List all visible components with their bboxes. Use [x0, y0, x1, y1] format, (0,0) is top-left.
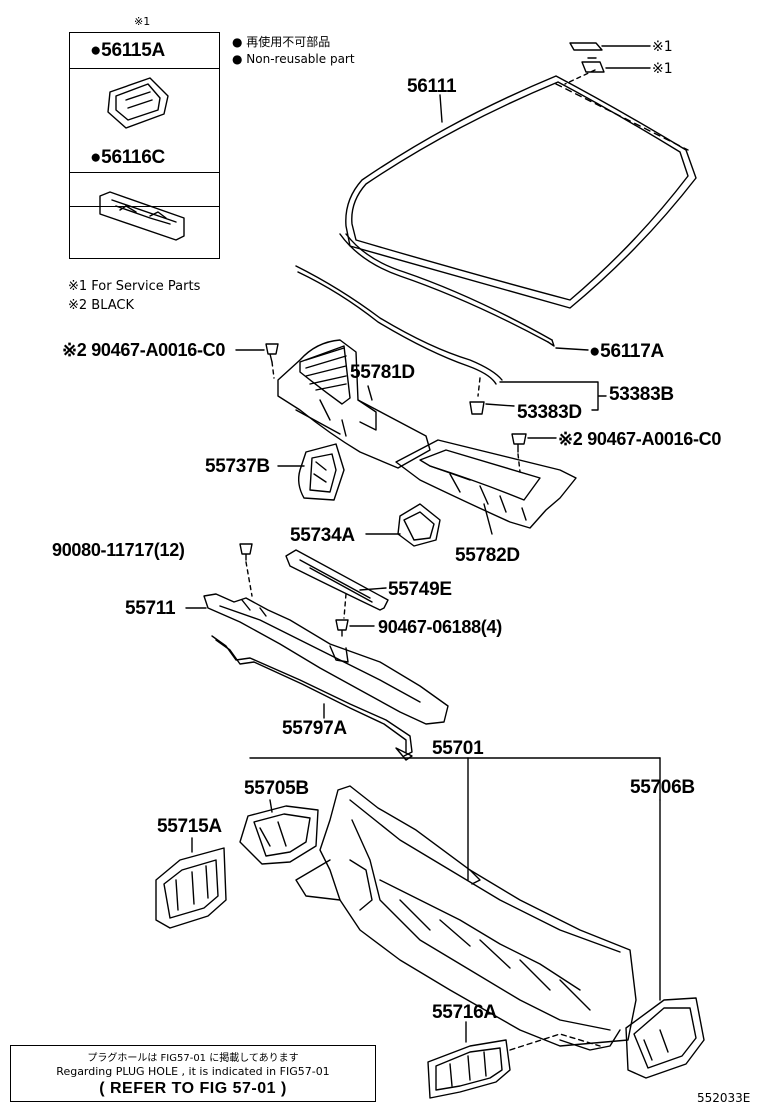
legend-mark: ※1 [134, 15, 151, 28]
bracket-55706B [625, 997, 705, 1079]
callout-55711: 55711 [125, 598, 176, 619]
callout-55734A: 55734A [290, 525, 355, 546]
legend-part-b-label: ●56116C [90, 147, 165, 168]
bracket-55716A [427, 1039, 511, 1099]
callout-55737B: 55737B [205, 456, 270, 477]
bracket-55715A [155, 847, 227, 929]
callout-53383D: 53383D [517, 402, 582, 423]
legend-box [69, 32, 220, 259]
footnote-service-parts: ※1 For Service Parts [68, 279, 201, 294]
callout-mark-1-bottom: ※1 [652, 61, 673, 77]
callout-55782D: 55782D [455, 545, 520, 566]
glass-dash-line [555, 83, 689, 151]
callout-55749E: 55749E [388, 579, 452, 600]
callout-55716A: 55716A [432, 1002, 497, 1023]
callout-90080: 90080-11717(12) [52, 540, 185, 560]
bracket-55734A [397, 503, 441, 547]
figure-id: 552033E [697, 1091, 751, 1105]
callout-55715A: 55715A [157, 816, 222, 837]
callout-56117A: ●56117A [589, 341, 664, 362]
legend-part-a-label: ●56115A [90, 40, 165, 61]
legend-row-a-header [70, 33, 219, 69]
callout-55701: 55701 [432, 738, 484, 759]
reference-box: プラグホールは FIG57-01 に掲載してあります Regarding PLU… [10, 1045, 376, 1102]
callout-56111: 56111 [407, 76, 457, 97]
reference-note-en: Regarding PLUG HOLE , it is indicated in… [56, 1065, 330, 1078]
dash-panel-55701 [295, 785, 637, 1051]
legend-part-56115A-drawing [107, 77, 169, 129]
panel-55749E [285, 549, 389, 611]
cowl-panel-55711 [203, 593, 449, 725]
bracket-55705B [239, 805, 319, 865]
legend-row-a-image [70, 69, 219, 173]
reference-note-jp: プラグホールは FIG57-01 に掲載してあります [87, 1053, 299, 1064]
callout-90467-left: ※2 90467-A0016-C0 [62, 340, 226, 360]
reference-refer-link[interactable]: ( REFER TO FIG 57-01 ) [99, 1080, 287, 1097]
callout-55705B: 55705B [244, 778, 309, 799]
footnote-black: ※2 BLACK [68, 298, 135, 313]
cowl-molding [295, 265, 503, 385]
callout-53383B: 53383B [609, 384, 674, 405]
cowl-top-panel-right [395, 439, 577, 529]
callout-mark-1-top: ※1 [652, 39, 673, 55]
callout-55781D: 55781D [350, 362, 415, 383]
callout-55706B: 55706B [630, 777, 695, 798]
callout-55797A: 55797A [282, 718, 347, 739]
clip-53383D [469, 401, 485, 415]
cowl-top-panel-left [277, 339, 431, 469]
callout-90467-06188: 90467-06188(4) [378, 617, 502, 637]
glass-weatherstrip [339, 233, 555, 347]
non-reuse-note-jp: ● 再使用不可部品 [232, 35, 331, 49]
windshield-glass [345, 75, 697, 309]
legend-row-b-header [70, 173, 219, 207]
callout-90467-right: ※2 90467-A0016-C0 [558, 429, 722, 449]
seal-55797A [211, 635, 413, 761]
glass-clip-parts [569, 42, 651, 73]
non-reuse-note-en: ● Non-reusable part [232, 52, 355, 66]
bracket-55737B [297, 443, 345, 501]
